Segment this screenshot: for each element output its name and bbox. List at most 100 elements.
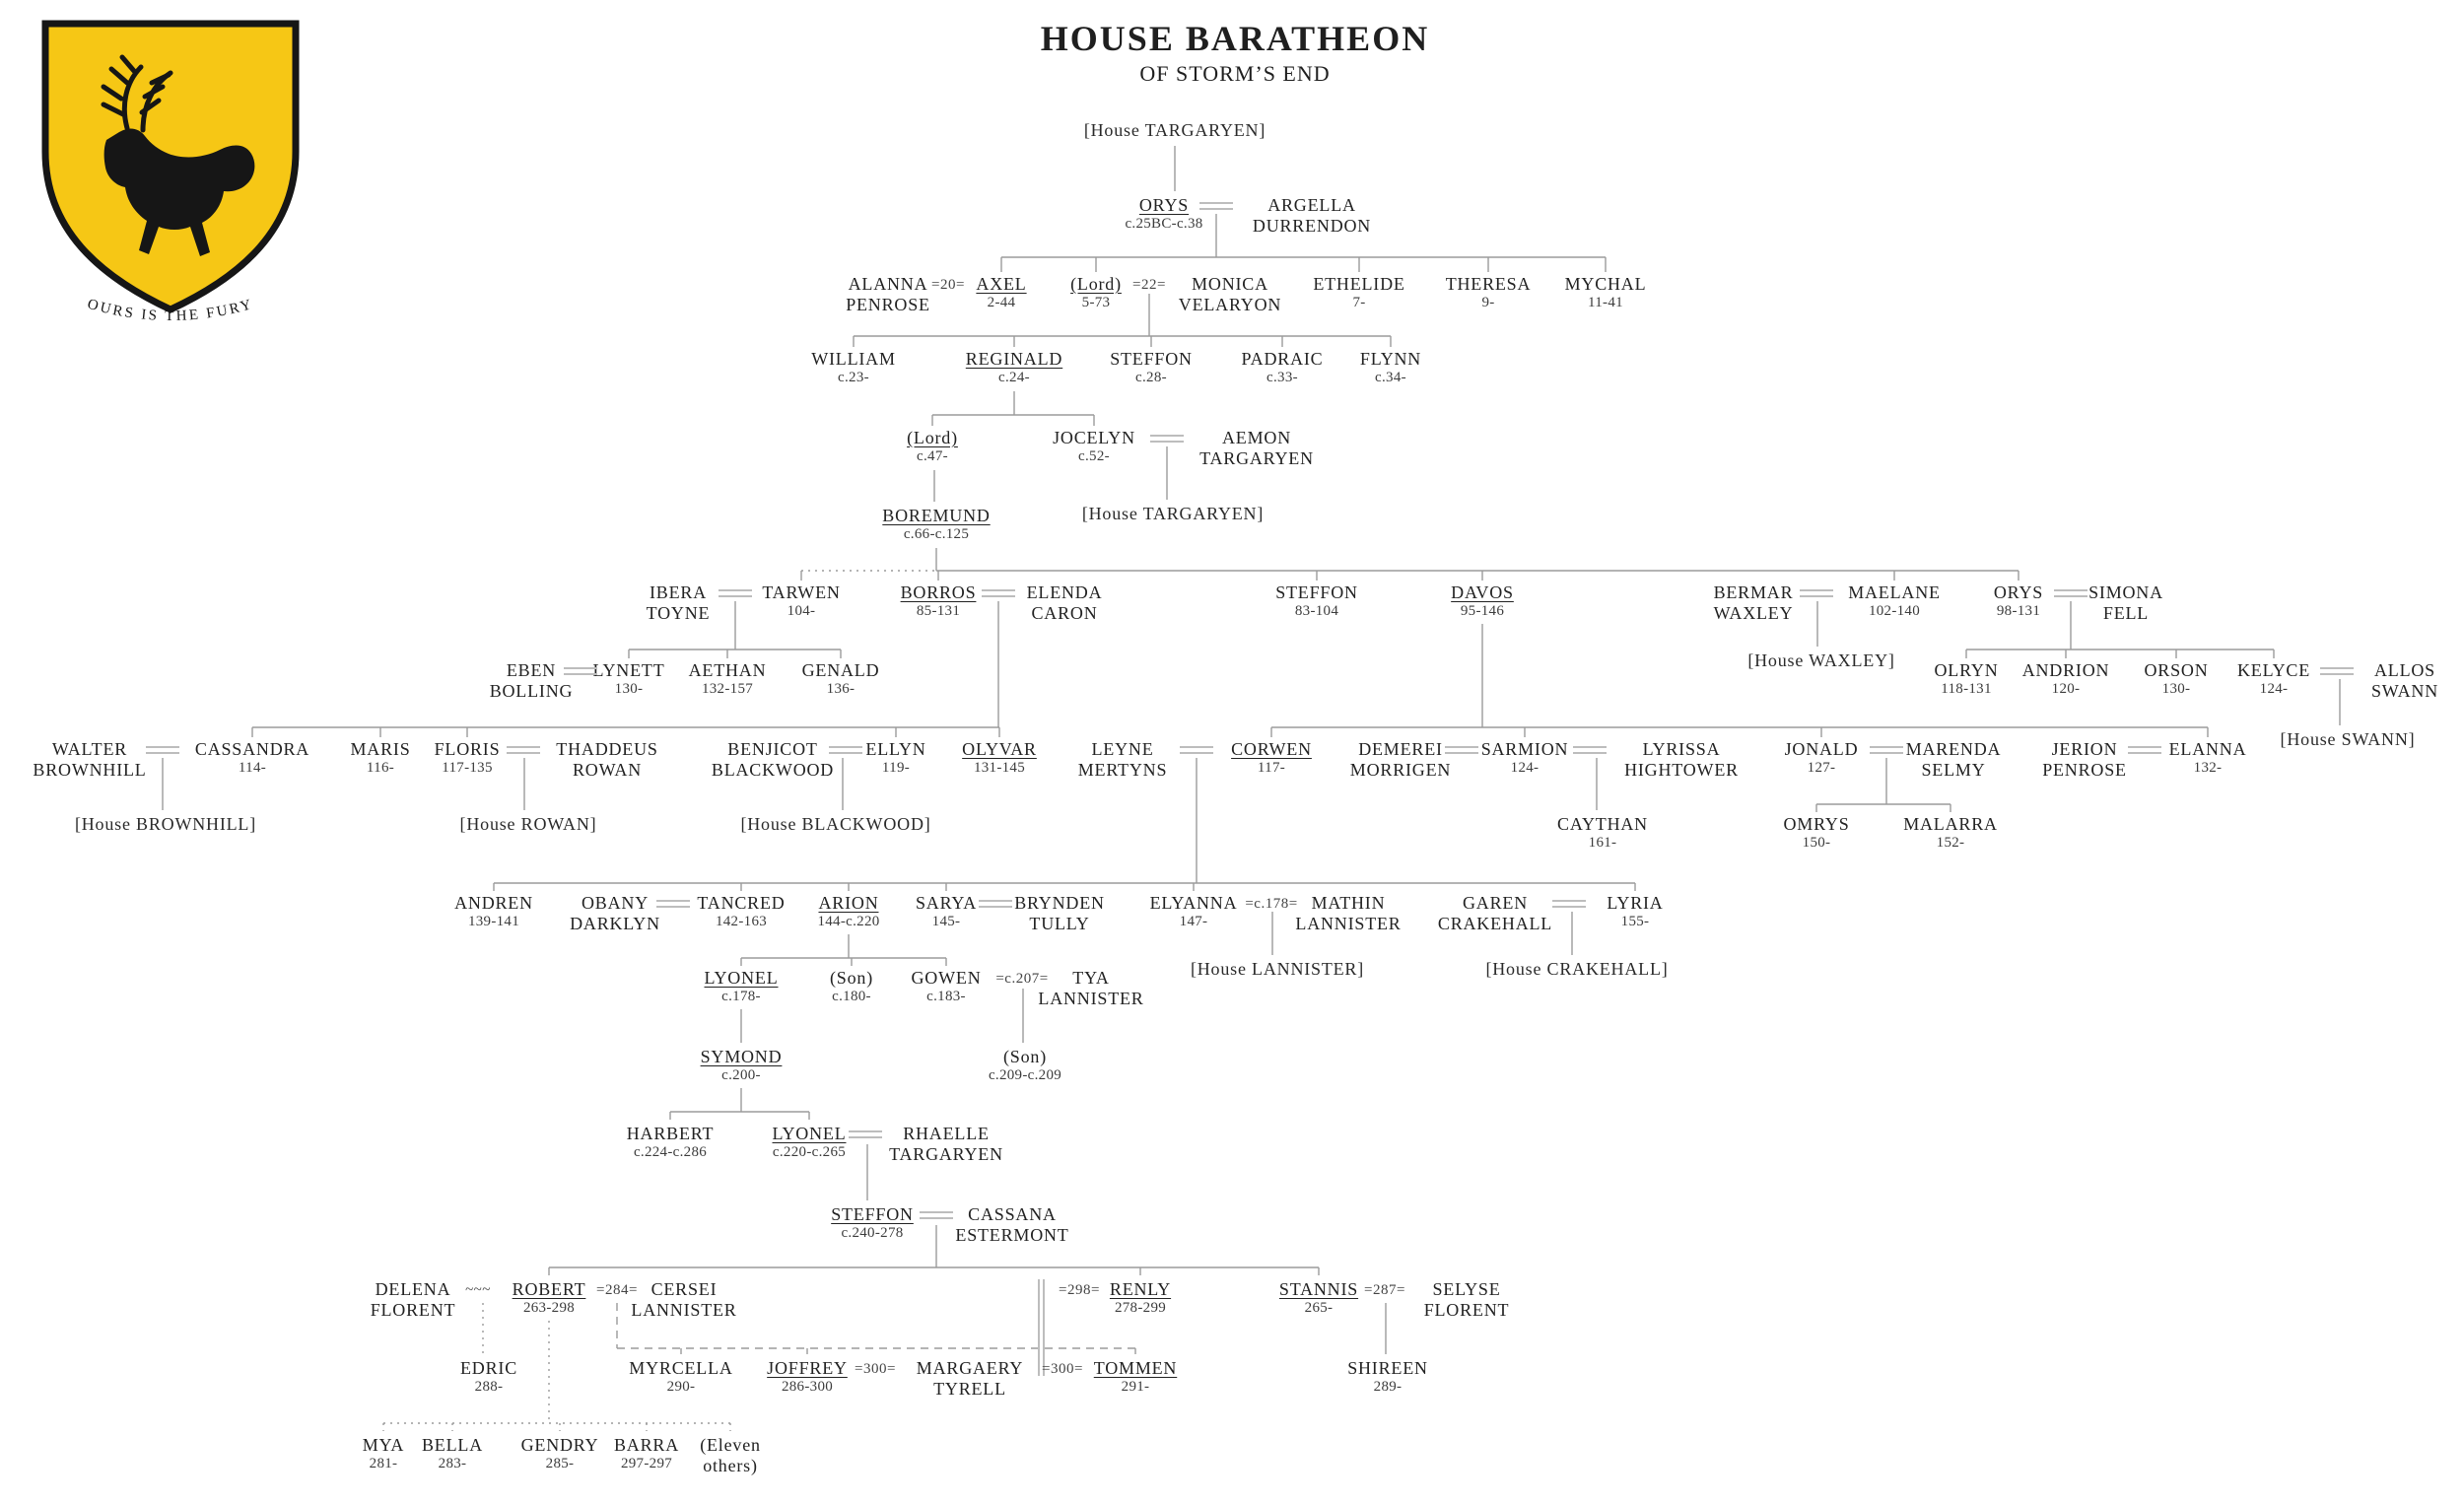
person-name: GENDRY <box>520 1435 599 1455</box>
person-dates: c.34- <box>1375 370 1406 385</box>
person-dates: 152- <box>1936 835 1965 851</box>
person-dates: c.66-c.125 <box>903 526 970 542</box>
person-dates: 281- <box>369 1456 398 1471</box>
person-name: TARGARYEN <box>1199 448 1314 468</box>
house-ref-node: [House ROWAN] <box>460 814 597 835</box>
person-name: ESTERMONT <box>955 1225 1069 1245</box>
person-name: BORROS <box>900 582 977 602</box>
person-name: RENLY <box>1109 1279 1172 1299</box>
person-dates: 116- <box>366 760 395 776</box>
person-name: ORYS <box>1138 195 1190 215</box>
house-ref-label: [House WAXLEY] <box>1747 650 1895 670</box>
person-dates: 117- <box>1257 760 1286 776</box>
person-dates: 124- <box>2259 681 2289 697</box>
person-name: ANDRION <box>2021 660 2110 680</box>
person-name: SYMOND <box>700 1047 783 1066</box>
person-name: (Son) <box>830 968 873 988</box>
house-ref-label: [House CRAKEHALL] <box>1485 959 1669 979</box>
house-ref-node: [House WAXLEY] <box>1747 650 1894 671</box>
person-dates: 131-145 <box>973 760 1026 776</box>
house-ref-label: [House SWANN] <box>2280 729 2416 749</box>
person-name: EDRIC <box>460 1358 517 1378</box>
person-name: BENJICOT <box>727 739 818 759</box>
house-crest: OURS IS THE FURY <box>28 12 313 347</box>
house-ref-node: [House SWANN] <box>2281 729 2416 750</box>
marriage-connector <box>979 900 1012 908</box>
person-name: ELENDA <box>1026 582 1103 602</box>
person-dates: 11-41 <box>1588 295 1623 310</box>
person-name: ELANNA <box>2168 739 2247 759</box>
person-name: TOYNE <box>646 603 711 623</box>
marriage-connector <box>849 1130 882 1138</box>
person-dates: 150- <box>1802 835 1831 851</box>
person-name: LYONEL <box>704 968 779 988</box>
marriage-connector <box>2128 746 2161 754</box>
person-name: CARON <box>1031 603 1098 623</box>
person-name: FELL <box>2102 603 2150 623</box>
marriage-year-label: =287= <box>1364 1282 1405 1298</box>
person-name: STEFFON <box>831 1204 914 1224</box>
person-dates: c.209-c.209 <box>988 1067 1062 1083</box>
house-ref-node: [House BLACKWOOD] <box>740 814 930 835</box>
marriage-connector <box>719 589 752 597</box>
person-name: (Lord) <box>907 428 958 447</box>
marriage-connector <box>982 589 1015 597</box>
person-dates: c.47- <box>917 448 948 464</box>
person-dates: 102-140 <box>1868 603 1921 619</box>
person-dates: 130- <box>2161 681 2191 697</box>
house-ref-node: [House TARGARYEN] <box>1084 120 1266 141</box>
person-name: SELMY <box>1921 760 1986 780</box>
person-name: LANNISTER <box>1295 914 1402 933</box>
person-dates: 290- <box>666 1379 696 1395</box>
person-dates: 5-73 <box>1081 295 1111 310</box>
person-name: EBEN <box>506 660 557 680</box>
person-dates: 7- <box>1352 295 1366 310</box>
person-dates: 155- <box>1620 914 1650 929</box>
house-ref-node: [House CRAKEHALL] <box>1485 959 1668 980</box>
marriage-year-label: =c.178= <box>1245 896 1298 912</box>
marriage-year-label: =298= <box>1059 1282 1100 1298</box>
person-name: GOWEN <box>911 968 982 988</box>
person-dates: c.220-c.265 <box>772 1144 847 1160</box>
person-dates: 83-104 <box>1294 603 1339 619</box>
person-name: DAVOS <box>1451 582 1514 602</box>
person-name: MARIS <box>350 739 411 759</box>
marriage-connector <box>1870 746 1903 754</box>
person-name: BERMAR <box>1713 582 1794 602</box>
person-dates: 142-163 <box>715 914 768 929</box>
person-name: ROBERT <box>512 1279 586 1299</box>
house-ref-node: [House BROWNHILL] <box>75 814 256 835</box>
person-dates: c.240-278 <box>841 1225 904 1241</box>
person-dates: 114- <box>238 760 267 776</box>
person-name: MARENDA <box>1905 739 2002 759</box>
